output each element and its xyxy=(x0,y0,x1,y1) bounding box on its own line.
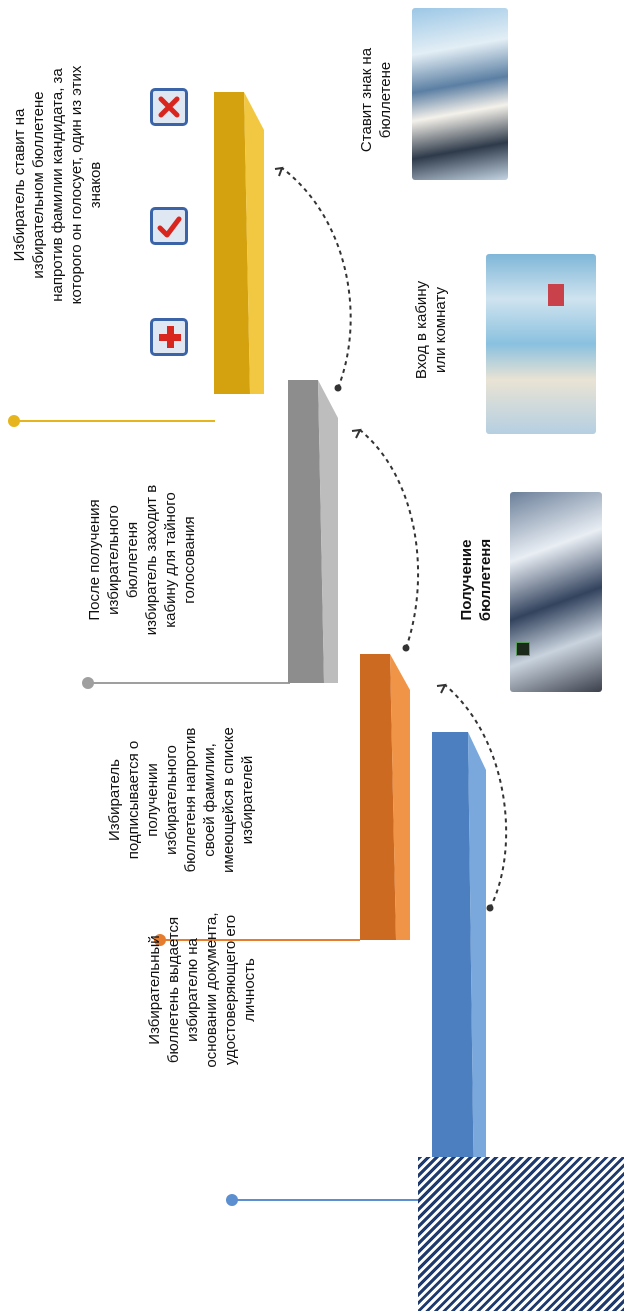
arrow-1-2 xyxy=(444,684,508,909)
photo-booth-caption: Вход в кабину или комнату xyxy=(413,280,449,380)
step2-block-front xyxy=(390,654,410,940)
step3-text: После получения избирательного бюллетеня… xyxy=(86,484,198,636)
step4-block-side xyxy=(214,92,250,394)
step1-block-side xyxy=(432,732,474,1200)
step1-dot xyxy=(226,1194,238,1206)
step3-block-front xyxy=(318,380,338,683)
step3-block-side xyxy=(288,380,324,683)
step4-dot xyxy=(8,415,20,427)
step1-block-front xyxy=(468,732,486,1200)
step2-block-side xyxy=(360,654,396,940)
cross-sign-icon xyxy=(150,88,188,126)
photo-booth-image xyxy=(486,254,596,434)
step2-dot xyxy=(154,934,166,946)
photo-ballot-image xyxy=(510,492,602,692)
photo-ballot-caption: Получение бюллетеня xyxy=(458,538,494,622)
check-sign-icon xyxy=(150,207,188,245)
hatch-decoration xyxy=(418,1157,624,1311)
plus-sign-icon xyxy=(150,318,188,356)
photo-mark-image xyxy=(412,8,508,180)
arrow-3-4 xyxy=(281,167,352,389)
step3-dot xyxy=(82,677,94,689)
step4-block-front xyxy=(244,92,264,394)
step4-text: Избиратель ставит на избирательном бюлле… xyxy=(11,65,104,305)
photo-mark-caption: Ставит знак на бюллетене xyxy=(358,47,394,153)
arrow-2-3 xyxy=(359,429,420,649)
step2-text: Избиратель подписывается о получении изб… xyxy=(106,727,256,873)
